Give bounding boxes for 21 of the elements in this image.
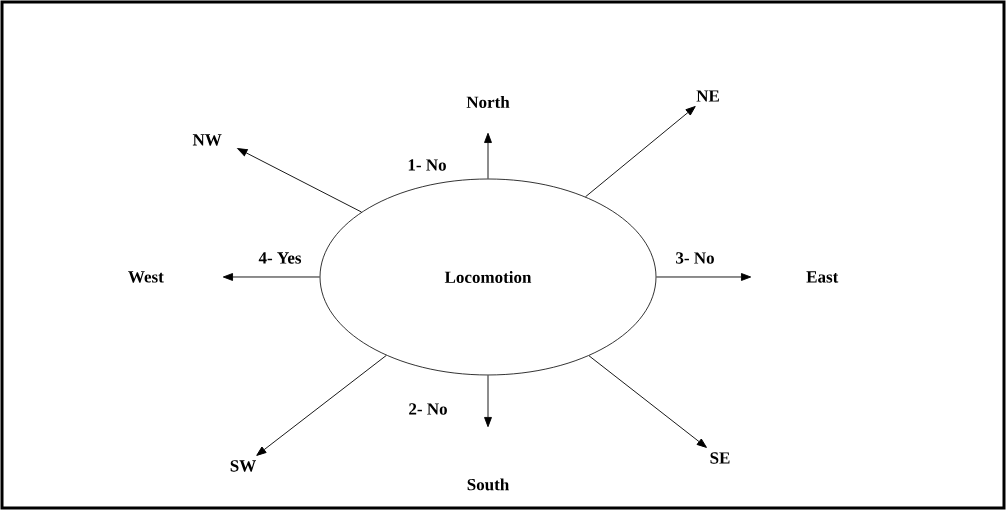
direction-label: East: [806, 271, 839, 283]
arrow: [484, 374, 492, 428]
arrow: [588, 355, 707, 448]
ellipse-node: Locomotion: [319, 178, 657, 376]
arrow: [222, 273, 321, 281]
direction-label: West: [128, 271, 164, 283]
direction-label: SW: [230, 460, 256, 472]
direction-label: South: [467, 478, 509, 491]
direction-label: SE: [710, 452, 730, 464]
arrow: [655, 273, 752, 281]
arrow: [585, 106, 696, 198]
direction-label: NE: [696, 90, 719, 102]
arrow: [484, 132, 492, 180]
arrow: [237, 148, 362, 213]
edge-label: 3- No: [676, 252, 714, 264]
edge-label: 1- No: [408, 159, 446, 171]
direction-label: NW: [192, 134, 222, 146]
direction-label: North: [466, 96, 510, 108]
arrow: [256, 354, 387, 456]
edge-label: 4- Yes: [258, 252, 302, 264]
edge-label: 2- No: [409, 403, 447, 415]
